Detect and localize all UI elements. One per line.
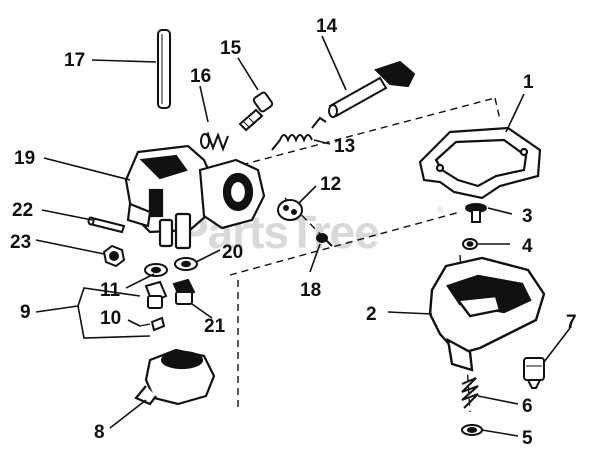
part-4-seat[interactable] (462, 238, 478, 250)
callout-4[interactable]: 4 (522, 236, 533, 257)
part-14-throttle-shaft[interactable] (328, 60, 416, 118)
part-19-carburetor-body[interactable] (124, 144, 266, 250)
callout-6[interactable]: 6 (522, 396, 533, 417)
callout-15[interactable]: 15 (220, 38, 242, 59)
part-15-screw[interactable] (238, 91, 274, 132)
callout-12[interactable]: 12 (320, 174, 341, 195)
part-10-needle[interactable] (139, 316, 166, 332)
part-6-spring[interactable] (461, 377, 479, 409)
part-3-needle-valve[interactable] (465, 203, 487, 223)
callout-21[interactable]: 21 (204, 316, 226, 337)
part-8-float[interactable] (134, 348, 216, 406)
part-18-screw[interactable] (316, 233, 333, 247)
part-20-gasket[interactable] (174, 257, 198, 271)
watermark-registered-mark: ® (437, 205, 444, 215)
part-9-main-jet[interactable] (144, 280, 168, 309)
callout-18[interactable]: 18 (300, 280, 321, 301)
callout-23[interactable]: 23 (10, 232, 31, 253)
callout-8[interactable]: 8 (94, 422, 105, 443)
callout-16[interactable]: 16 (190, 66, 211, 87)
part-5-washer[interactable] (461, 424, 483, 436)
part-12-welch-plug[interactable] (277, 199, 303, 221)
leader-lines (35, 35, 571, 437)
callout-9[interactable]: 9 (20, 302, 31, 323)
callout-11[interactable]: 11 (100, 280, 121, 301)
part-17-shaft[interactable] (157, 29, 171, 109)
callout-3[interactable]: 3 (522, 206, 533, 227)
callout-22[interactable]: 22 (12, 200, 33, 221)
callout-2[interactable]: 2 (366, 304, 377, 325)
callout-14[interactable]: 14 (316, 16, 338, 37)
callout-labels: 1 2 3 4 5 6 7 8 9 10 11 12 13 14 15 16 1… (10, 16, 577, 449)
part-9-group-bracket (77, 287, 151, 339)
part-7-bolt[interactable] (523, 357, 545, 389)
part-13-torsion-spring[interactable] (271, 116, 327, 151)
callout-17[interactable]: 17 (64, 50, 85, 71)
callout-13[interactable]: 13 (334, 136, 355, 157)
part-23-nut[interactable] (102, 244, 126, 268)
part-1-gasket[interactable] (418, 126, 542, 200)
part-22-pin[interactable] (87, 216, 126, 234)
callout-7[interactable]: 7 (566, 312, 577, 333)
callout-20[interactable]: 20 (222, 242, 243, 263)
callout-10[interactable]: 10 (100, 308, 121, 329)
part-11-gasket[interactable] (144, 263, 168, 277)
part-21-jet[interactable] (172, 278, 196, 305)
callout-19[interactable]: 19 (14, 148, 35, 169)
callout-1[interactable]: 1 (523, 72, 534, 93)
callout-5[interactable]: 5 (522, 428, 533, 449)
part-16-spring[interactable] (200, 131, 229, 152)
part-2-float-bowl[interactable] (428, 256, 546, 372)
